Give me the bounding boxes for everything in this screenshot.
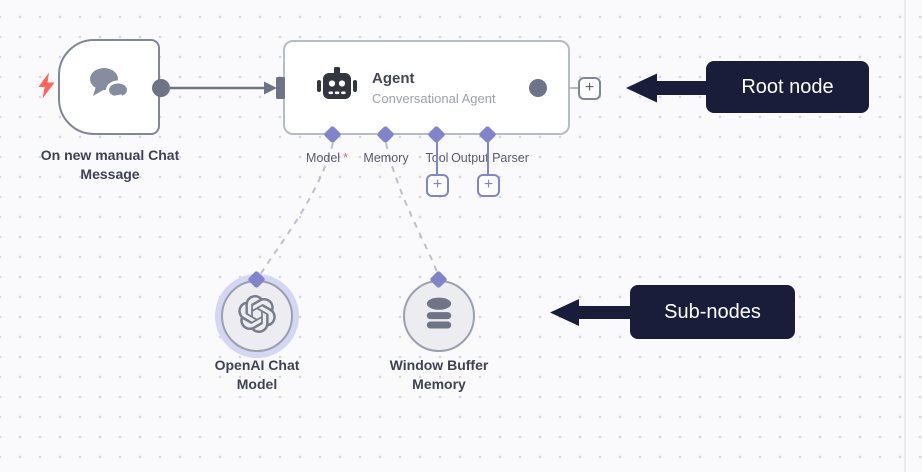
canvas-right-edge — [904, 0, 906, 472]
memory-connector-label: Memory — [363, 151, 409, 165]
model-connector-label: Model* — [306, 151, 348, 165]
database-icon — [424, 297, 454, 336]
sub-nodes-annotation: Sub-nodes — [630, 285, 795, 339]
openai-logo-icon — [238, 294, 276, 338]
trigger-bolt-icon — [36, 72, 56, 104]
add-output-parser-button[interactable]: + — [477, 174, 500, 197]
model-label-text: Model — [306, 151, 341, 165]
tool-drop-line — [436, 141, 438, 175]
window-buffer-memory-node[interactable] — [403, 280, 475, 352]
agent-node-text: Agent Conversational Agent — [372, 70, 496, 106]
root-node-annotation: Root node — [706, 61, 869, 113]
openai-node-label: OpenAI Chat Model — [214, 357, 300, 392]
chat-bubbles-icon — [85, 65, 133, 110]
trigger-output-port[interactable] — [152, 79, 170, 97]
openai-chat-model-node[interactable] — [221, 280, 293, 352]
agent-output-port[interactable] — [529, 79, 547, 97]
required-marker: * — [343, 151, 348, 165]
trigger-node-label: On new manual Chat Message — [40, 147, 180, 182]
add-node-button[interactable]: + — [578, 77, 601, 100]
agent-input-port — [276, 77, 285, 99]
agent-node-subtitle: Conversational Agent — [372, 90, 496, 106]
add-tool-button[interactable]: + — [426, 174, 449, 197]
chat-trigger-node[interactable] — [58, 39, 160, 135]
root-node-arrow-icon — [626, 73, 706, 103]
agent-node-title: Agent — [372, 69, 415, 87]
memory-node-label: Window Buffer Memory — [389, 357, 489, 392]
output-parser-connector-label: Output Parser — [451, 151, 529, 165]
sub-nodes-arrow-icon — [550, 299, 630, 326]
robot-icon — [317, 67, 357, 108]
agent-node[interactable]: Agent Conversational Agent — [283, 40, 570, 135]
output-parser-drop-line — [487, 141, 489, 175]
